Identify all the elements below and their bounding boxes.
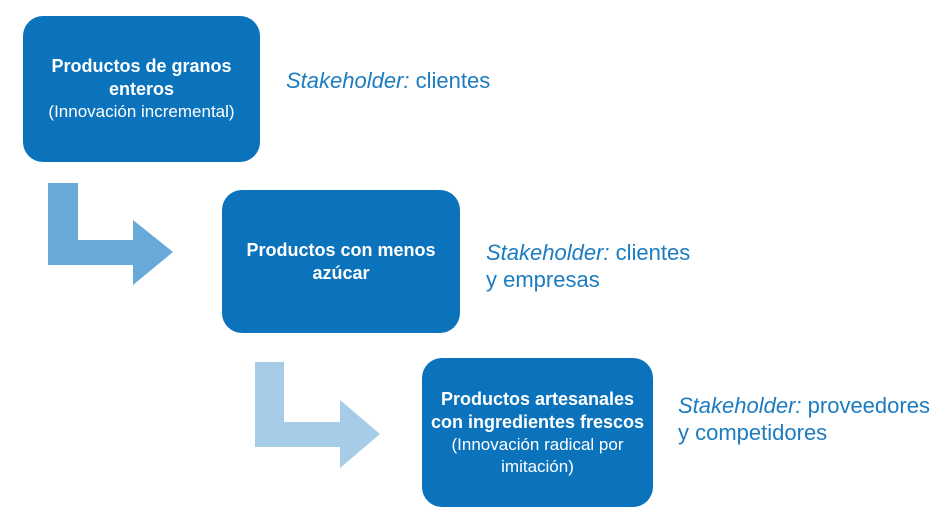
- bent-arrow-2-icon: [255, 362, 380, 468]
- stakeholder-label-2: Stakeholder: clientes y empresas: [486, 239, 690, 293]
- box-title-line: Productos artesanales: [440, 388, 635, 409]
- stakeholder-value: proveedores: [801, 393, 930, 418]
- stakeholder-prefix: Stakeholder:: [486, 240, 610, 265]
- stakeholder-prefix: Stakeholder:: [286, 68, 410, 93]
- stakeholder-label-line: Stakeholder: proveedores: [678, 392, 930, 419]
- stakeholder-value: clientes: [609, 240, 691, 265]
- stakeholder-label-1: Stakeholder: clientes: [286, 67, 490, 94]
- box-title-line: enteros: [108, 79, 175, 99]
- stakeholder-label-line: Stakeholder: clientes: [486, 239, 690, 266]
- stakeholder-value-line2: y competidores: [678, 420, 828, 445]
- box-title-line: con ingredientes frescos: [430, 411, 645, 432]
- stakeholder-value: clientes: [409, 68, 491, 93]
- box-title-line: azúcar: [312, 262, 370, 283]
- process-box-artesanales: Productos artesanales con ingredientes f…: [422, 358, 653, 507]
- box-title-line: Productos con menos: [246, 239, 436, 260]
- box-subtitle-line: (Innovación radical por: [451, 434, 624, 454]
- stakeholder-prefix: Stakeholder:: [678, 393, 802, 418]
- box-title-line: Productos de granos: [51, 56, 232, 76]
- box-subtitle-line: imitación): [501, 456, 574, 476]
- stakeholder-label-3: Stakeholder: proveedores y competidores: [678, 392, 930, 446]
- stakeholder-label-line: Stakeholder: clientes: [286, 67, 490, 94]
- process-box-menos-azucar: Productos con menos azúcar: [222, 190, 460, 333]
- box-subtitle-line: (Innovación incremental): [48, 102, 235, 121]
- stakeholder-value-line2: y empresas: [486, 267, 600, 292]
- process-box-granos-enteros: Productos de granos enteros (Innovación …: [23, 16, 260, 162]
- bent-arrow-1-icon: [48, 183, 173, 285]
